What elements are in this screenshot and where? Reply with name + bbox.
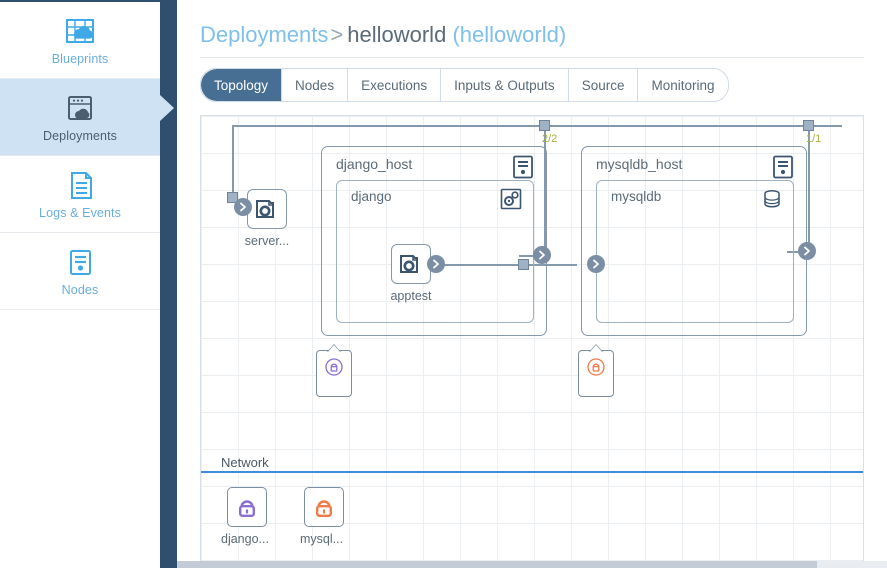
tab-nodes[interactable]: Nodes <box>282 69 349 101</box>
database-icon <box>760 188 782 210</box>
badge-card-django-security[interactable] <box>316 344 352 397</box>
arrow-knob-djangohost[interactable] <box>533 246 551 264</box>
host-box-django[interactable]: django_host django <box>321 146 547 336</box>
sidebar-item-label: Nodes <box>61 282 99 297</box>
breadcrumb-deployments-link[interactable]: Deployments <box>200 22 329 47</box>
lock-circle-icon <box>587 358 605 376</box>
lock-icon <box>238 500 256 518</box>
sidebar: Blueprints Deployments <box>0 0 160 568</box>
network-node-caption: django... <box>221 532 269 546</box>
deployment-id: (helloworld) <box>452 22 567 47</box>
wire-handle-top-right[interactable] <box>803 120 814 131</box>
network-node-django[interactable] <box>227 487 267 527</box>
topology-canvas[interactable]: django_host django <box>200 115 864 563</box>
sidebar-item-label: Logs & Events <box>39 205 121 220</box>
deployments-icon <box>63 92 97 126</box>
host-box-mysqldb[interactable]: mysqldb_host mysqldb <box>581 146 807 336</box>
wire-apptest-out <box>441 264 523 266</box>
sidebar-item-deployments[interactable]: Deployments <box>0 79 160 156</box>
relationship-count-mysqldb: 1/1 <box>806 133 822 145</box>
arrow-knob-mysqldb-out[interactable] <box>798 242 816 260</box>
sidebar-item-nodes[interactable]: Nodes <box>0 233 160 310</box>
nodes-icon <box>63 246 97 280</box>
wire-mysqldb-drop <box>808 125 810 252</box>
wire-server-up <box>232 125 234 196</box>
tab-topology[interactable]: Topology <box>201 69 283 101</box>
server-list-icon <box>772 155 794 179</box>
sidebar-edge <box>160 0 177 568</box>
main-panel: Deployments>helloworld (helloworld) Topo… <box>177 0 887 568</box>
leaf-caption: apptest <box>390 289 432 303</box>
badge-notch <box>327 344 341 352</box>
server-list-icon <box>512 155 534 179</box>
tab-executions[interactable]: Executions <box>348 69 442 101</box>
node-title: django <box>351 189 392 204</box>
wire-top-bus <box>232 125 842 127</box>
arrow-knob-server[interactable] <box>234 198 252 216</box>
node-title: mysqldb <box>611 189 662 204</box>
host-title: django_host <box>336 156 413 172</box>
blueprints-icon <box>63 15 97 49</box>
wire-djangohost-drop <box>544 125 546 256</box>
leaf-node-server[interactable] <box>247 189 287 229</box>
wire-handle-apptest[interactable] <box>518 259 529 270</box>
network-section-rule <box>201 471 863 473</box>
horizontal-scrollbar-thumb[interactable] <box>177 561 817 568</box>
breadcrumb-separator: > <box>330 22 344 47</box>
network-node-mysql[interactable] <box>304 487 344 527</box>
host-title: mysqldb_host <box>596 156 683 172</box>
sidebar-item-logs-events[interactable]: Logs & Events <box>0 156 160 233</box>
logs-events-icon <box>63 169 97 203</box>
wire-apptest-to-mysqldb <box>523 264 577 266</box>
header-divider <box>200 57 864 58</box>
tab-source[interactable]: Source <box>568 69 639 101</box>
tab-monitoring[interactable]: Monitoring <box>638 69 728 101</box>
relationship-count-django: 2/2 <box>542 133 558 145</box>
tab-inputs-outputs[interactable]: Inputs & Outputs <box>441 69 569 101</box>
network-node-caption: mysql... <box>300 532 344 546</box>
sidebar-item-blueprints[interactable]: Blueprints <box>0 2 160 79</box>
horizontal-scrollbar[interactable] <box>177 561 887 568</box>
arrow-knob-apptest[interactable] <box>427 255 445 273</box>
breadcrumb: Deployments>helloworld (helloworld) <box>200 22 566 48</box>
lock-icon <box>315 500 333 518</box>
sidebar-item-label: Blueprints <box>51 51 109 66</box>
lock-circle-icon <box>325 358 343 376</box>
package-gear-icon <box>400 255 418 273</box>
sidebar-active-pointer <box>160 95 174 121</box>
topology-canvas-inner: django_host django <box>201 116 863 562</box>
tab-bar: Topology Nodes Executions Inputs & Outpu… <box>200 68 729 102</box>
network-section-label: Network <box>221 455 269 470</box>
node-box-mysqldb[interactable]: mysqldb <box>596 180 794 323</box>
sidebar-item-label: Deployments <box>42 128 118 143</box>
badge-card-mysqldb-security[interactable] <box>578 344 614 397</box>
cogs-icon <box>500 188 522 210</box>
page-title: helloworld <box>347 22 447 47</box>
badge-notch <box>589 344 603 352</box>
arrow-knob-mysqldb-in[interactable] <box>587 255 605 273</box>
wire-djangohost-elbow <box>519 255 546 257</box>
leaf-node-apptest[interactable] <box>391 244 431 284</box>
wire-handle-server[interactable] <box>227 192 238 203</box>
package-gear-icon <box>256 200 274 218</box>
wire-handle-top-mid[interactable] <box>539 120 550 131</box>
leaf-caption: server... <box>244 234 290 248</box>
